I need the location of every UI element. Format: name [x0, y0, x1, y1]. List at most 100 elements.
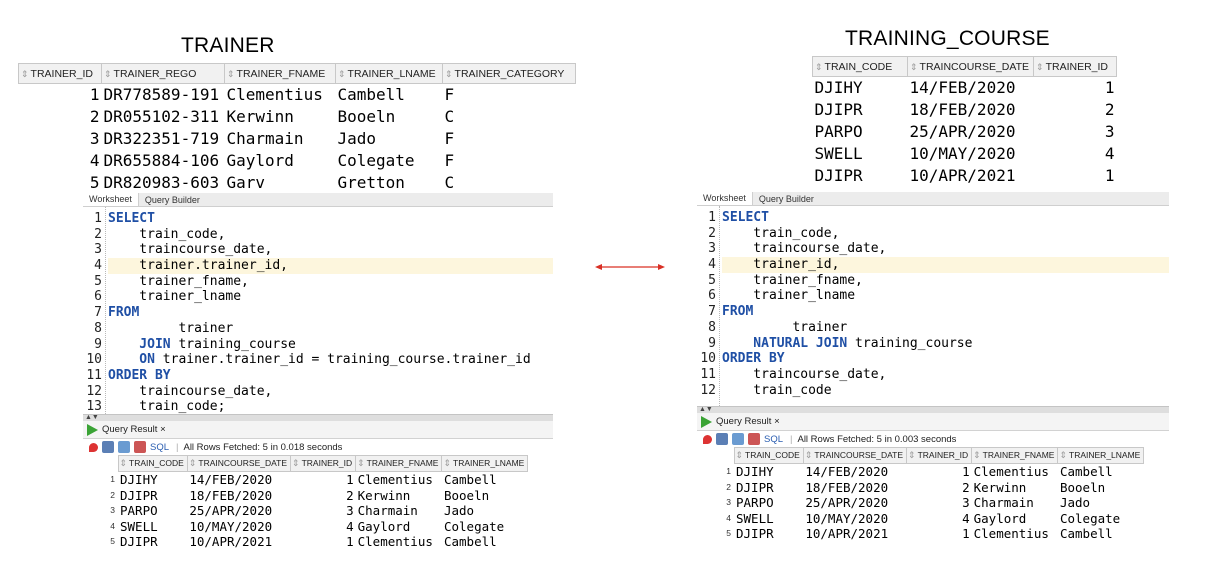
- tab-query-builder[interactable]: Query Builder: [144, 194, 200, 205]
- table-cell: SWELL: [736, 510, 774, 526]
- tab-query-builder[interactable]: Query Builder: [758, 193, 814, 204]
- sql-keyword: SELECT: [108, 211, 155, 226]
- table-cell: 18/FEB/2020: [189, 487, 273, 503]
- code-line[interactable]: 10 ON trainer.trainer_id = training_cour…: [83, 352, 553, 368]
- code-line[interactable]: 12 train_code: [697, 383, 1169, 399]
- panel-splitter[interactable]: ▲▼: [697, 406, 1169, 413]
- column-header[interactable]: ⇕TRAINER_FNAME: [355, 455, 443, 472]
- tab-worksheet[interactable]: Worksheet: [83, 193, 139, 206]
- code-line[interactable]: 4 trainer.trainer_id,: [83, 258, 553, 274]
- column-header[interactable]: ⇕TRAINER_LNAME: [1057, 447, 1145, 464]
- column-header[interactable]: ⇕TRAIN_CODE: [812, 56, 908, 77]
- column-header[interactable]: ⇕TRAINER_CATEGORY: [442, 63, 576, 84]
- code-text: trainer_id,: [722, 257, 1169, 273]
- code-text: trainer_lname: [108, 289, 553, 305]
- column-header[interactable]: ⇕TRAIN_CODE: [117, 455, 188, 472]
- column-header[interactable]: ⇕TRAINER_REGO: [101, 63, 225, 84]
- code-line[interactable]: 9 JOIN training_course: [83, 337, 553, 353]
- code-line[interactable]: 3 traincourse_date,: [697, 241, 1169, 257]
- export-icon[interactable]: [118, 441, 130, 453]
- column-header[interactable]: ⇕TRAINER_LNAME: [335, 63, 443, 84]
- table-cell: DR655884-106: [103, 151, 220, 170]
- code-line[interactable]: 6 trainer_lname: [697, 288, 1169, 304]
- print-icon[interactable]: [102, 441, 114, 453]
- code-line[interactable]: 8 trainer: [697, 320, 1169, 336]
- toolbar-separator: |: [176, 441, 179, 453]
- code-line[interactable]: 12 traincourse_date,: [83, 384, 553, 400]
- column-header[interactable]: ⇕TRAINER_LNAME: [441, 455, 529, 472]
- tab-worksheet[interactable]: Worksheet: [697, 192, 753, 205]
- code-line[interactable]: 5 trainer_fname,: [83, 274, 553, 290]
- pin-icon[interactable]: [89, 442, 98, 452]
- table-cell: PARPO: [736, 495, 774, 510]
- code-line[interactable]: 4 trainer_id,: [697, 257, 1169, 273]
- line-number: 7: [94, 305, 102, 321]
- print-icon[interactable]: [716, 433, 728, 445]
- refresh-icon[interactable]: [134, 441, 146, 453]
- code-line[interactable]: 13 train_code;: [83, 399, 553, 415]
- code-line[interactable]: 9 NATURAL JOIN training_course: [697, 336, 1169, 352]
- tab-query-result[interactable]: Query Result ×: [102, 424, 166, 435]
- code-line[interactable]: 11 traincourse_date,: [697, 367, 1169, 383]
- table-cell: Clementius: [357, 534, 433, 549]
- column-header[interactable]: ⇕TRAIN_CODE: [733, 447, 804, 464]
- code-line[interactable]: 2 train_code,: [697, 226, 1169, 242]
- column-header[interactable]: ⇕TRAINER_FNAME: [971, 447, 1059, 464]
- line-number: 12: [86, 383, 102, 399]
- refresh-icon[interactable]: [748, 433, 760, 445]
- table-cell: Jado: [337, 129, 377, 148]
- code-line[interactable]: 6 trainer_lname: [83, 289, 553, 305]
- tab-query-result[interactable]: Query Result ×: [716, 416, 780, 427]
- pin-icon[interactable]: [703, 434, 712, 444]
- sql-keyword: ORDER BY: [108, 367, 171, 383]
- sql-link[interactable]: SQL: [764, 433, 784, 445]
- panel-splitter[interactable]: ▲▼: [83, 414, 553, 421]
- column-header[interactable]: ⇕TRAINER_ID: [1033, 56, 1118, 77]
- table-cell: Garv: [226, 173, 266, 192]
- column-header[interactable]: ⇕TRAINER_ID: [290, 455, 357, 472]
- code-line[interactable]: 8 trainer: [83, 321, 553, 337]
- toolbar-separator: |: [790, 433, 793, 445]
- column-header[interactable]: ⇕TRAINER_ID: [906, 447, 973, 464]
- column-header[interactable]: ⇕TRAINCOURSE_DATE: [186, 455, 292, 472]
- column-header[interactable]: ⇕TRAINER_ID: [18, 63, 102, 84]
- column-header[interactable]: ⇕TRAINER_FNAME: [224, 63, 336, 84]
- code-line[interactable]: 3 traincourse_date,: [83, 242, 553, 258]
- code-line[interactable]: 5 trainer_fname,: [697, 273, 1169, 289]
- column-header[interactable]: ⇕TRAINCOURSE_DATE: [906, 56, 1035, 77]
- line-number: 1: [708, 210, 716, 225]
- column-header[interactable]: ⇕TRAINCOURSE_DATE: [802, 447, 908, 464]
- code-line[interactable]: 2 train_code,: [83, 227, 553, 243]
- export-icon[interactable]: [732, 433, 744, 445]
- table-cell: 10/APR/2021: [189, 534, 273, 549]
- sql-link[interactable]: SQL: [150, 441, 170, 453]
